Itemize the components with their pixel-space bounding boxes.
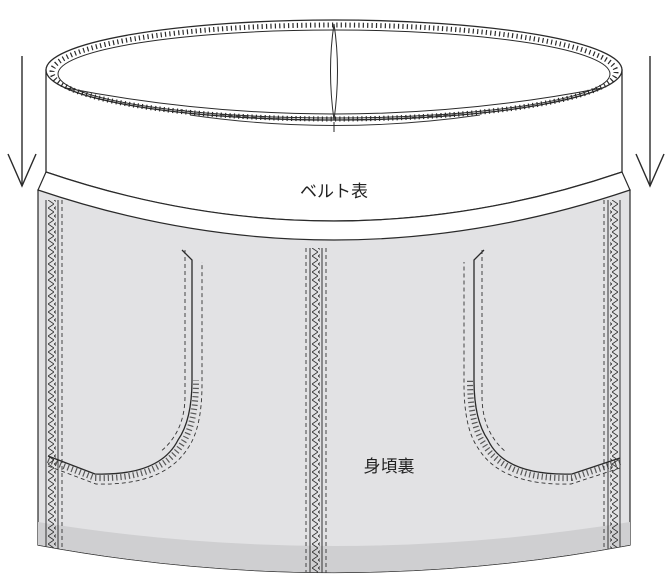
body-inner-label: 身頃裏 bbox=[364, 456, 415, 477]
waistband-center-back-seam bbox=[330, 23, 338, 121]
right-side-seam bbox=[603, 200, 621, 573]
left-down-arrow-icon bbox=[7, 56, 37, 188]
body-hem-shadow bbox=[38, 522, 630, 573]
waistband-inner-rim bbox=[57, 29, 611, 119]
belt-outer-label: ベルト表 bbox=[300, 182, 368, 202]
waistband-bottom-edge bbox=[37, 171, 631, 241]
body-panel: 身頃裏 bbox=[37, 189, 631, 574]
waistband-overlock-stitch bbox=[49, 22, 619, 122]
waistband-inner-seam bbox=[65, 87, 603, 115]
right-down-arrow-icon bbox=[635, 56, 665, 188]
body-fabric bbox=[37, 189, 631, 574]
left-side-seam bbox=[45, 200, 63, 573]
left-pocket-bag bbox=[46, 249, 203, 485]
waistband: ベルト表 bbox=[37, 19, 631, 241]
right-pocket-bag bbox=[463, 249, 621, 485]
center-seam bbox=[305, 248, 327, 573]
